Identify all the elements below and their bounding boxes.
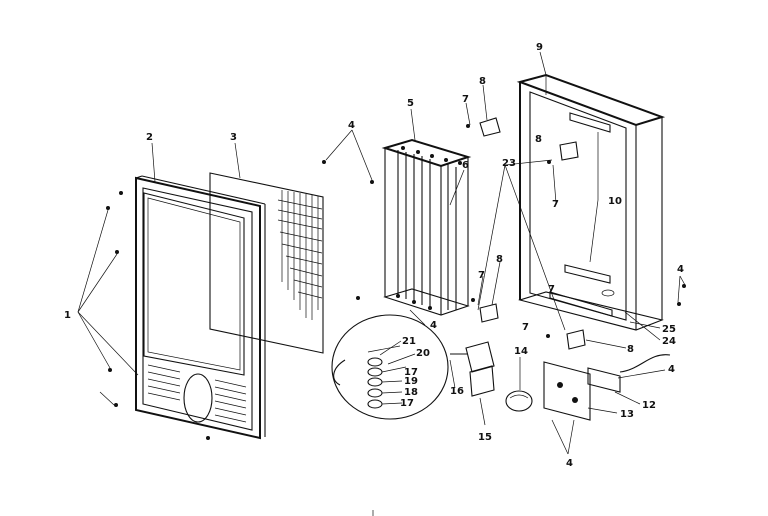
callout-4-bottom: 4 <box>566 458 573 469</box>
callout-8-mid: 8 <box>496 254 503 265</box>
thermostat-assembly <box>450 341 495 397</box>
callout-2: 2 <box>146 132 153 143</box>
callout-8-right: 8 <box>535 134 542 145</box>
callout-leaders <box>151 51 686 455</box>
bracket-mid <box>479 303 499 323</box>
callout-21: 21 <box>402 336 416 347</box>
grille-vent-slots <box>147 364 247 423</box>
filter-screen <box>209 172 324 354</box>
callout-14: 14 <box>514 346 528 357</box>
rocker-switch <box>587 354 671 393</box>
callout-24: 24 <box>662 336 676 347</box>
callout-19: 19 <box>404 376 418 387</box>
callout-3: 3 <box>230 132 237 143</box>
callout-13: 13 <box>620 409 634 420</box>
callout-4-element: 4 <box>430 320 437 331</box>
control-knob <box>505 390 533 412</box>
callout-4-switch: 4 <box>668 364 675 375</box>
callout-5: 5 <box>407 98 414 109</box>
callout-4-right: 4 <box>677 264 684 275</box>
brackets-and-screws <box>322 117 686 350</box>
callout-labels: 1 2 3 4 4 4 4 4 5 6 7 7 7 7 7 8 8 8 8 9 … <box>64 42 684 469</box>
callout-7-right: 7 <box>552 199 559 210</box>
callout-23: 23 <box>502 158 516 169</box>
switch-plate <box>543 361 591 421</box>
housing-bottom-cutout <box>549 289 615 317</box>
front-grille-panel <box>135 175 266 440</box>
heating-element-assembly <box>381 138 472 316</box>
callout-18: 18 <box>404 387 418 398</box>
bracket-bottom <box>566 329 586 350</box>
callout-7-housing: 7 <box>548 284 555 295</box>
bracket-top-right <box>559 141 579 161</box>
callout-1: 1 <box>64 310 71 321</box>
callout-9: 9 <box>536 42 543 53</box>
callout-16: 16 <box>450 386 464 397</box>
callout-6: 6 <box>462 160 469 171</box>
grille-screws <box>106 191 210 440</box>
callout-10: 10 <box>608 196 622 207</box>
callout-17-upper: 17 <box>404 367 418 378</box>
housing-mounting-bracket-bottom <box>564 264 611 284</box>
terminal-stack <box>367 357 383 409</box>
grille-knob-opening <box>183 373 213 423</box>
callout-17-lower: 17 <box>400 398 414 409</box>
heating-element-rods <box>396 146 462 310</box>
callout-7-top: 7 <box>462 94 469 105</box>
callout-8-bottom: 8 <box>627 344 634 355</box>
callout-15: 15 <box>478 432 492 443</box>
callout-25: 25 <box>662 324 676 335</box>
filter-mesh <box>277 190 323 320</box>
housing-mounting-bracket-top <box>569 112 611 133</box>
callout-4-top: 4 <box>348 120 355 131</box>
bracket-top-left <box>479 117 501 137</box>
callout-8-top: 8 <box>479 76 486 87</box>
callout-7-mid: 7 <box>478 270 485 281</box>
callout-12: 12 <box>642 400 656 411</box>
callout-7-bottom: 7 <box>522 322 529 333</box>
thermostat-detail-inset <box>331 314 449 420</box>
callout-20: 20 <box>416 348 430 359</box>
back-housing-box <box>516 73 666 331</box>
callout-leaders-1 <box>77 209 139 406</box>
